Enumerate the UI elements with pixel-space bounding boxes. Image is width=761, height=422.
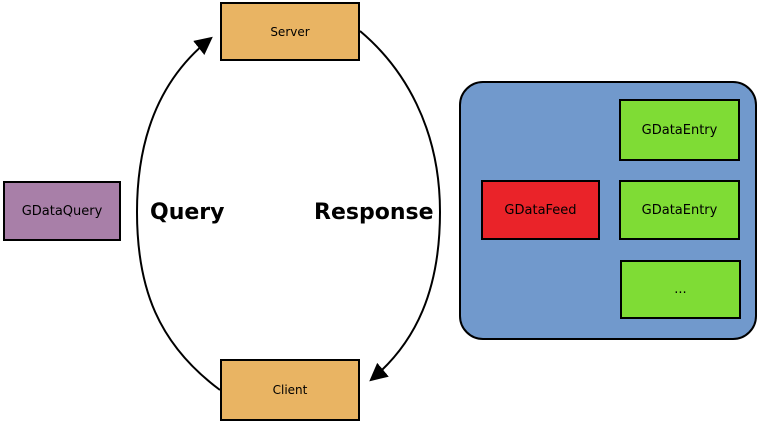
client-box: Client: [220, 359, 360, 421]
gdataentry-label-2: GDataEntry: [641, 202, 718, 218]
gdataentry-box-1: GDataEntry: [619, 99, 740, 161]
client-label: Client: [272, 383, 308, 397]
gdataquery-label: GDataQuery: [21, 203, 103, 219]
server-label: Server: [270, 24, 310, 39]
gdataquery-box: GDataQuery: [3, 181, 121, 241]
server-box: Server: [220, 2, 360, 61]
gdataentry-label-1: GDataEntry: [641, 122, 718, 138]
gdataentry-ellipsis-label: ...: [674, 282, 687, 297]
gdataentry-ellipsis-box: ...: [620, 260, 741, 319]
query-flow-label: Query: [150, 200, 225, 225]
gdataentry-box-2: GDataEntry: [619, 180, 740, 240]
gdatafeed-box: GDataFeed: [481, 180, 600, 240]
gdatafeed-label: GDataFeed: [504, 202, 577, 218]
response-flow-label: Response: [314, 200, 434, 225]
gdatafeed-container: GDataFeed GDataEntry GDataEntry ...: [459, 81, 757, 340]
